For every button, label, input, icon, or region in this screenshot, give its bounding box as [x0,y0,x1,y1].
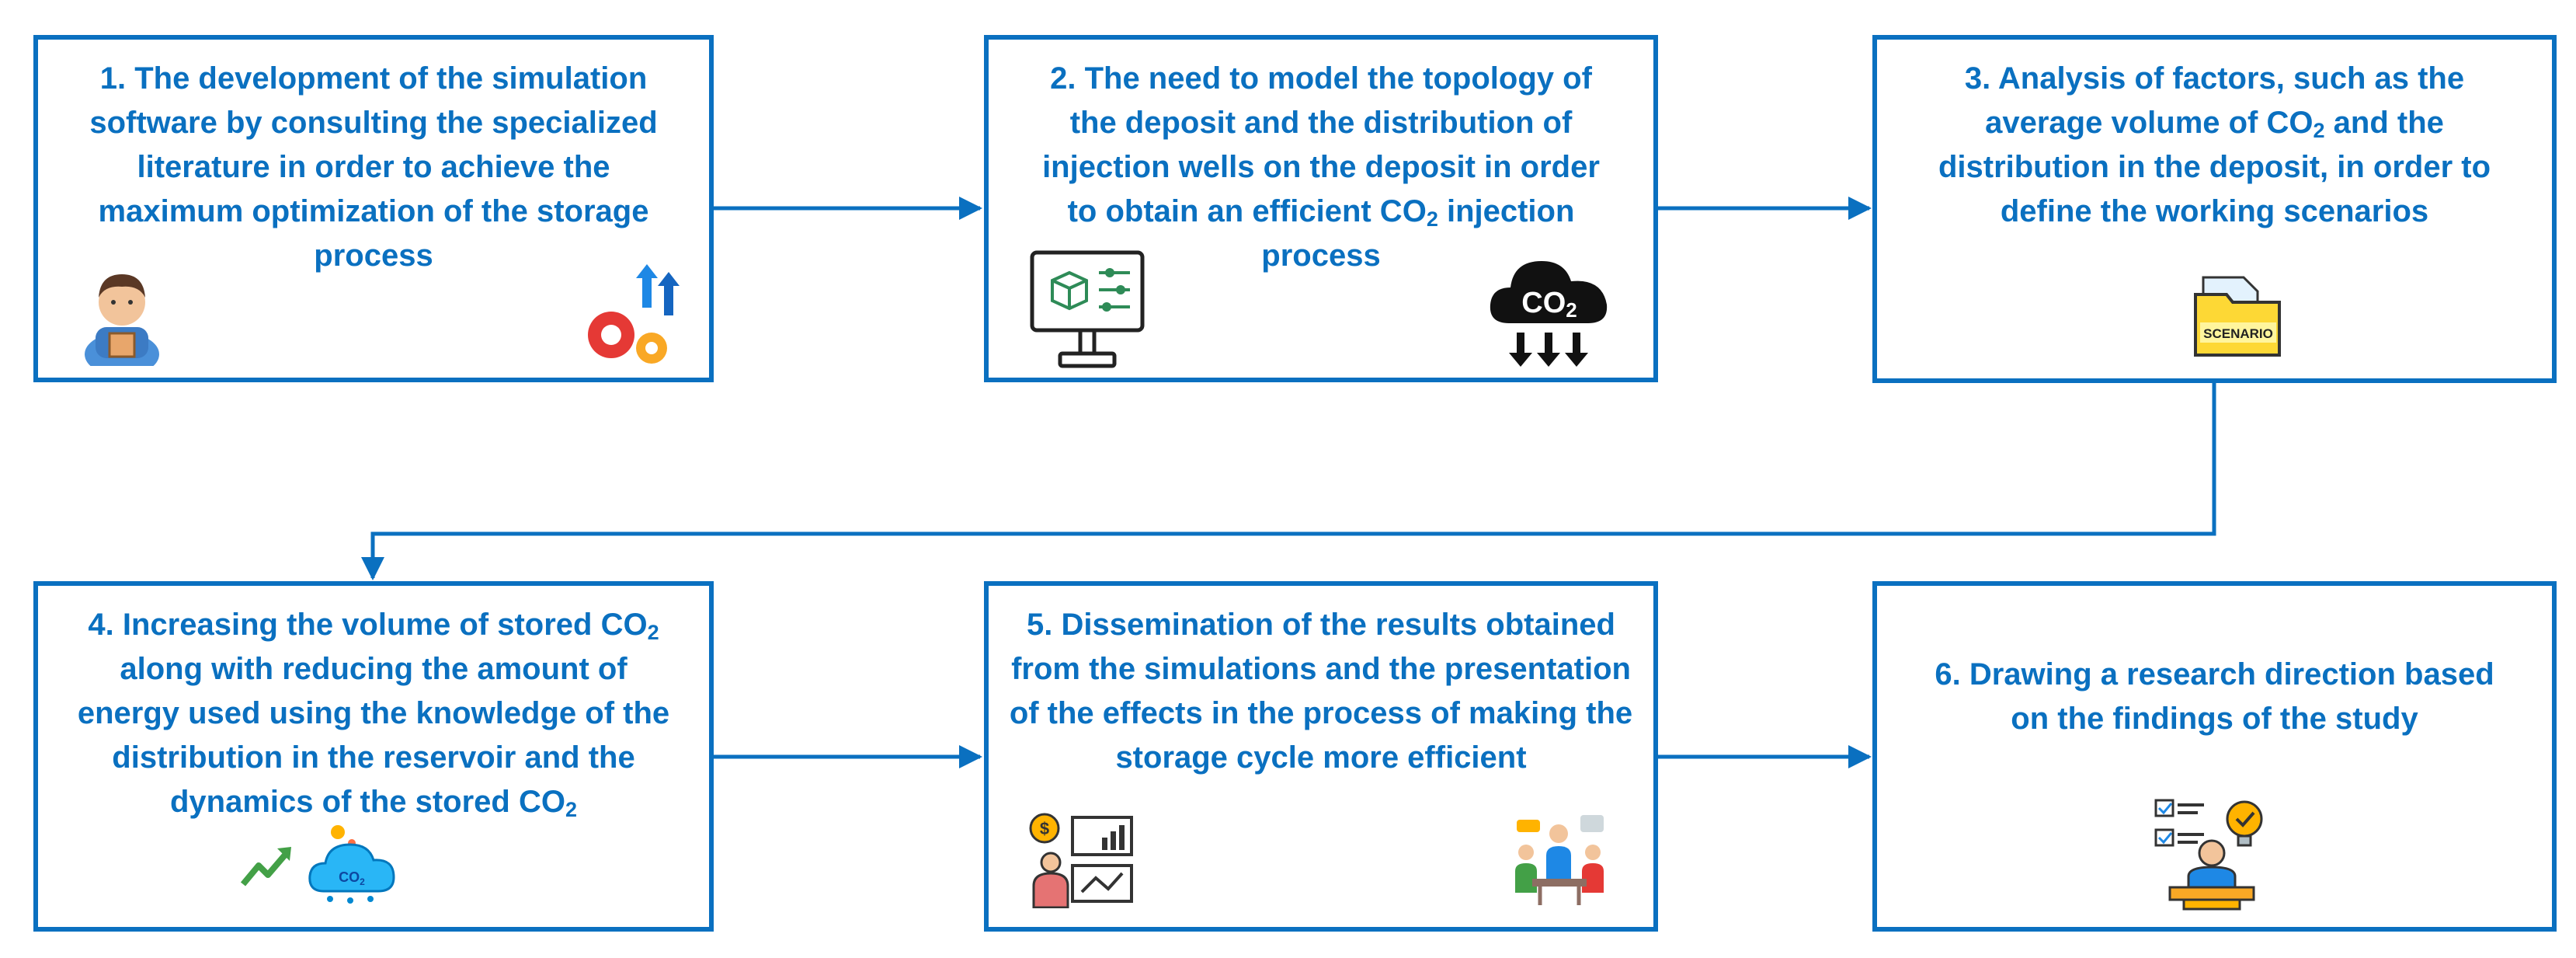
scenario-text: SCENARIO [2203,326,2273,341]
step-3-label-end: and the distribution in the deposit, in … [1938,106,2491,228]
step-5-label: 5. Dissemination of the results obtained… [1009,608,1633,775]
step-4-label: 4. Increasing the volume of stored CO [88,608,648,642]
step-6-label: 6. Drawing a research direction based on… [1935,657,2494,736]
step-6-box: 6. Drawing a research direction based on… [1872,581,2557,932]
team-meeting-icon [1515,815,1604,905]
scenario-folder-icon: SCENARIO [2194,276,2281,357]
financial-presenter-icon: $ [1029,813,1133,908]
step-2-label: 2. The need to model the topology of the… [1042,61,1600,228]
trend-arrow-icon [240,847,291,887]
step-1-label: 1. The development of the simulation sof… [89,61,658,273]
co2-small-text: CO [339,869,360,885]
step-6-text: 6. Drawing a research direction based on… [1916,653,2513,741]
co2-cloud-icon: CO2 [1490,261,1608,367]
gears-growth-icon [588,264,680,364]
step-2-box: 2. The need to model the topology of the… [984,35,1658,382]
step-4-subscript-end: 2 [565,798,577,821]
step-5-box: 5. Dissemination of the results obtained… [984,581,1658,932]
co2-subscript-text: 2 [1566,298,1577,322]
svg-text:$: $ [1040,819,1049,838]
3d-model-monitor-icon [1030,250,1145,368]
step-3-box: 3. Analysis of factors, such as the aver… [1872,35,2557,383]
step-3-subscript: 2 [2313,119,2325,142]
step-2-subscript: 2 [1426,207,1438,231]
step-3-label: 3. Analysis of factors, such as the aver… [1964,61,2465,140]
step-4-text: 4. Increasing the volume of stored CO2 a… [77,603,670,824]
step-3-text: 3. Analysis of factors, such as the aver… [1902,57,2527,234]
co2-cloud-blue-icon: CO2 [308,825,395,904]
step-4-box: 4. Increasing the volume of stored CO2 a… [33,581,714,932]
co2-small-subscript-text: 2 [360,876,365,887]
step-4-subscript: 2 [647,621,659,644]
arrow-3-to-4 [361,383,2216,580]
step-1-box: 1. The development of the simulation sof… [33,35,714,382]
step-4-label-end: along with reducing the amount of energy… [77,652,670,819]
co2-text: CO [1521,287,1566,319]
svg-text:CO2: CO2 [1521,287,1577,322]
svg-text:CO2: CO2 [339,869,365,887]
step-5-text: 5. Dissemination of the results obtained… [1004,603,1638,780]
research-checklist-icon [2154,799,2263,911]
engineer-person-icon [85,274,159,366]
step-1-text: 1. The development of the simulation sof… [77,57,670,278]
step-2-text: 2. The need to model the topology of the… [1027,57,1615,278]
step-2-label-end: injection process [1261,194,1575,273]
